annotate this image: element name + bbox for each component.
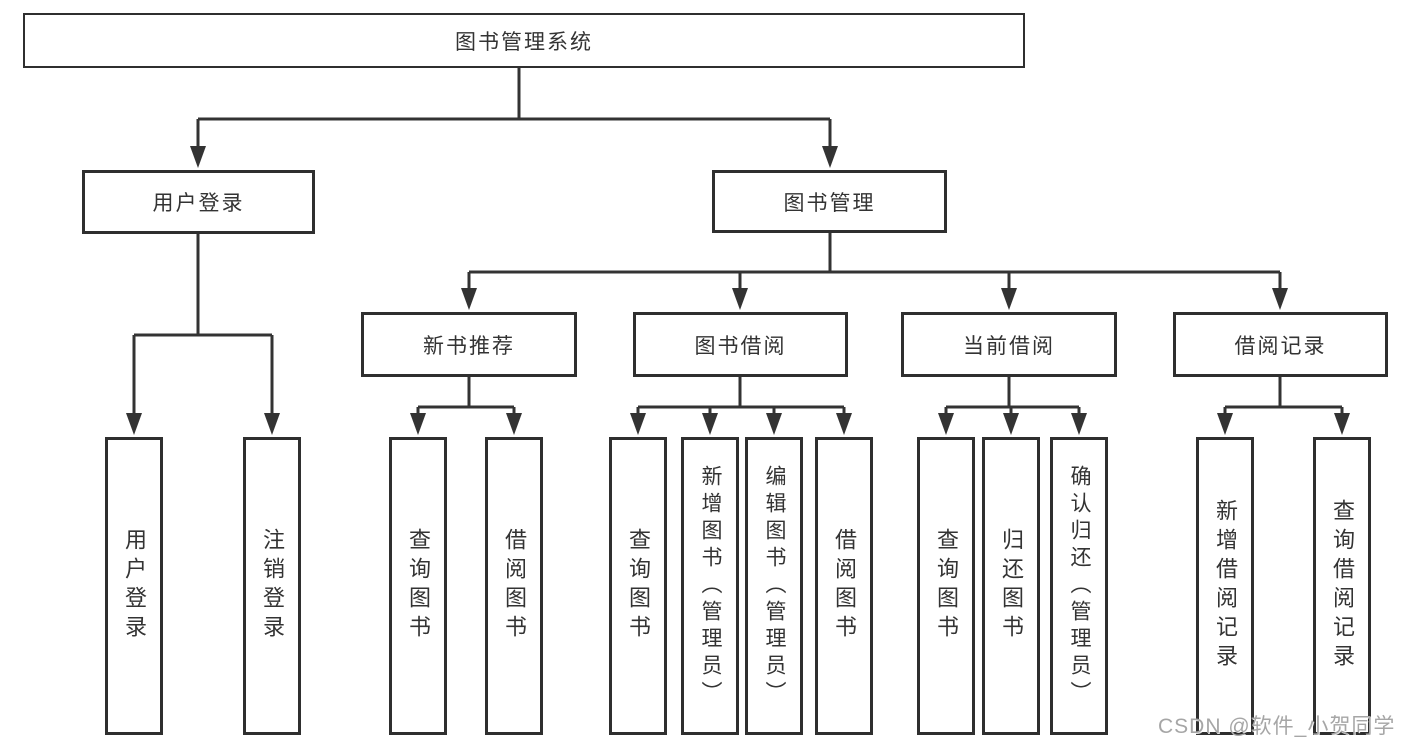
node-borrow-records: 借阅记录: [1173, 312, 1388, 377]
connector-borrow-to-leaves: [630, 377, 852, 435]
connector-records-to-leaves: [1217, 377, 1350, 435]
leaf-borrow-books: 借阅图书: [815, 437, 873, 735]
node-book-borrow: 图书借阅: [633, 312, 848, 377]
leaf-confirm-return-admin: 确认归还（管理员）: [1050, 437, 1108, 735]
leaf-edit-books-admin: 编辑图书（管理员）: [745, 437, 803, 735]
node-new-book-recommend: 新书推荐: [361, 312, 577, 377]
connector-current-to-leaves: [938, 377, 1087, 435]
leaf-query-books: 查询图书: [609, 437, 667, 735]
leaf-user-login: 用户登录: [105, 437, 163, 735]
leaf-add-books-admin: 新增图书（管理员）: [681, 437, 739, 735]
node-current-borrow: 当前借阅: [901, 312, 1117, 377]
connector-root-to-level2: [190, 68, 838, 168]
node-library-system: 图书管理系统: [23, 13, 1025, 68]
leaf-borrow-books: 借阅图书: [485, 437, 543, 735]
node-book-management: 图书管理: [712, 170, 947, 233]
node-user-login: 用户登录: [82, 170, 315, 234]
leaf-query-books: 查询图书: [917, 437, 975, 735]
leaf-add-borrow-record: 新增借阅记录: [1196, 437, 1254, 735]
connector-login-to-leaves: [126, 230, 280, 435]
leaf-query-borrow-record: 查询借阅记录: [1313, 437, 1371, 735]
leaf-query-books: 查询图书: [389, 437, 447, 735]
leaf-logout-login: 注销登录: [243, 437, 301, 735]
csdn-watermark: CSDN @软件_小贺同学: [1158, 715, 1396, 738]
connector-recommend-to-leaves: [410, 377, 522, 435]
leaf-return-books: 归还图书: [982, 437, 1040, 735]
connector-management-to-level3: [461, 230, 1288, 310]
